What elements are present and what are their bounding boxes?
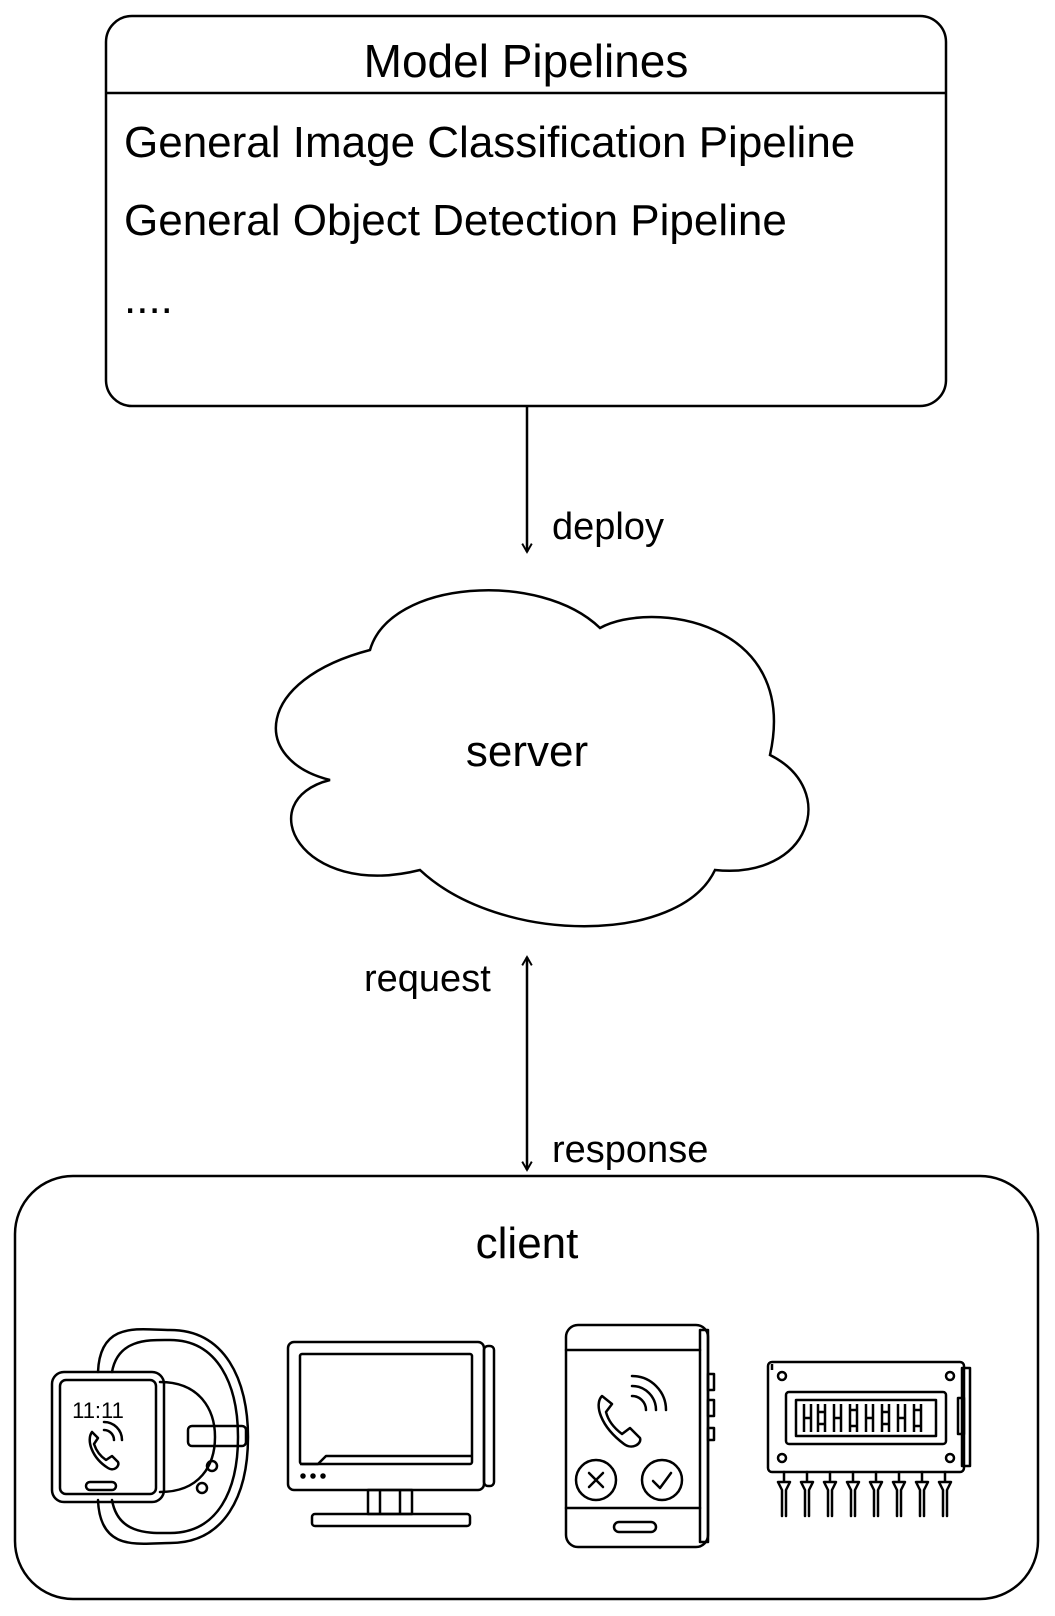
client-label: client: [475, 1219, 579, 1268]
pipeline-item-more: ....: [124, 274, 173, 323]
monitor-icon: [286, 1340, 496, 1528]
model-pipelines-title: Model Pipelines: [363, 35, 689, 87]
model-pipelines-box: [104, 14, 948, 408]
request-label: request: [364, 958, 491, 1000]
smartphone-icon: [564, 1323, 716, 1549]
circuit-board-icon: [766, 1360, 972, 1518]
pipeline-item-object-detection: General Object Detection Pipeline: [124, 196, 787, 245]
deploy-label: deploy: [552, 506, 664, 548]
smartwatch-icon: [50, 1328, 250, 1545]
smartwatch-time: 11:11: [72, 1398, 124, 1423]
response-label: response: [552, 1129, 709, 1171]
server-cloud: [274, 589, 810, 928]
server-label: server: [465, 727, 589, 776]
pipeline-item-image-classification: General Image Classification Pipeline: [124, 118, 856, 167]
